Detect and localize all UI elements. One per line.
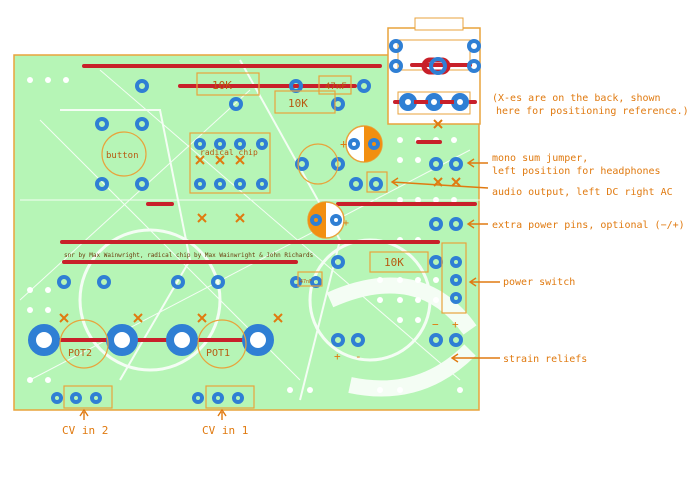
mono-jumper-line-1: mono sum jumper, xyxy=(492,153,588,164)
x-note-line-2: here for positioning reference.) xyxy=(496,106,689,117)
electrolytic-cap-1 xyxy=(345,125,383,163)
x-note-line-1: (X-es are on the back, shown xyxy=(492,93,661,104)
pot2-label: POT2 xyxy=(68,348,92,359)
relief-minus: - xyxy=(355,350,362,363)
cap1-plus: + xyxy=(340,137,347,151)
traces xyxy=(42,63,477,342)
resistor-label-3: 10K xyxy=(384,256,404,269)
small-cap-label: 47nF xyxy=(300,279,312,285)
cv-in-2-label: CV in 2 xyxy=(62,424,108,437)
power-switch-label: power switch xyxy=(503,277,575,288)
silkscreen xyxy=(59,72,467,409)
pads xyxy=(51,39,481,404)
switch-plus: + xyxy=(452,318,459,331)
strain-reliefs-label: strain reliefs xyxy=(503,354,587,365)
pot1-label: POT1 xyxy=(206,348,230,359)
resistor-label-1: 10K xyxy=(212,79,232,92)
resistor-label-2: 10K xyxy=(288,97,308,110)
electrolytic-cap-2 xyxy=(307,201,345,239)
capacitor-label: 47nF xyxy=(325,82,347,92)
x-marks xyxy=(59,119,461,323)
annotation-arrows xyxy=(79,158,500,420)
switch-minus: − xyxy=(432,318,439,331)
chip-label: radical chip xyxy=(200,148,258,157)
mono-jumper-line-2: left position for headphones xyxy=(492,166,661,177)
cap2-plus: + xyxy=(343,218,349,229)
pot-pads xyxy=(28,324,274,356)
extra-power-label: extra power pins, optional (−/+) xyxy=(492,220,685,231)
button-label: button xyxy=(106,151,139,161)
unused-holes xyxy=(27,77,463,393)
audio-output-label: audio output, left DC right AC xyxy=(492,187,673,198)
credit-label: snr by Max Wainwright, radical chip by M… xyxy=(64,252,314,259)
cv-in-1-label: CV in 1 xyxy=(202,424,248,437)
relief-plus: + xyxy=(334,350,341,363)
